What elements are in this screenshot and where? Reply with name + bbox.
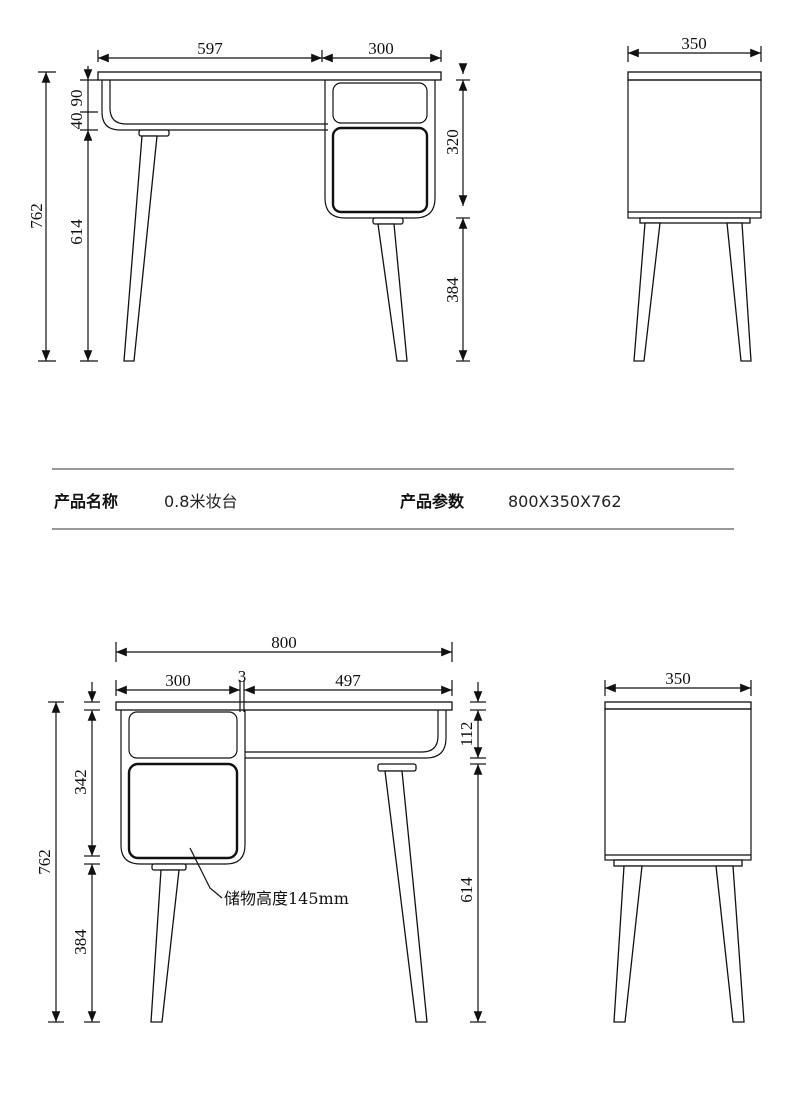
top-front-leg-cap-left: [138, 129, 170, 137]
bottom-front-leg-cap-right: [377, 763, 417, 772]
bottom-front-dim-112: 112: [457, 722, 476, 747]
top-front-dim-300: 300: [368, 39, 394, 58]
bottom-front-dim-497: 497: [335, 671, 361, 690]
storage-note-leader: [189, 847, 223, 899]
bottom-front-drawer-lower: [127, 762, 239, 860]
storage-height-note: 储物高度145mm: [224, 889, 349, 908]
bottom-side-body: [604, 708, 752, 861]
top-front-leg-left: [123, 135, 158, 362]
bottom-front-leg-right: [384, 770, 428, 1023]
top-front-drawer-lower: [331, 126, 429, 214]
bottom-front-cabinet: [120, 710, 246, 865]
top-front-left-frame: [101, 80, 328, 131]
bottom-side-desktop: [604, 701, 752, 710]
top-side-desktop: [627, 71, 762, 81]
top-front-cabinet: [324, 80, 436, 219]
bottom-front-drawer-upper: [128, 711, 238, 759]
bottom-front-dim-762: 762: [35, 849, 54, 875]
top-front-dim-384: 384: [443, 277, 462, 303]
bottom-side-dim-350: 350: [665, 669, 691, 688]
top-side-leg-left: [633, 222, 661, 362]
top-side-leg-rail: [639, 217, 751, 224]
top-front-drawer-upper: [332, 82, 428, 124]
top-front-dim-40: 40: [67, 113, 86, 130]
bottom-front-desktop: [115, 701, 453, 711]
top-front-leg-right: [377, 223, 408, 362]
product-name-label: 产品名称: [54, 492, 118, 511]
top-front-view: 597 300 762 90 40 614 320 384: [27, 39, 470, 362]
bottom-front-leg-left: [150, 869, 180, 1023]
product-spec-value: 800X350X762: [508, 492, 622, 511]
bottom-front-dim-3: 3: [238, 667, 247, 686]
top-side-body: [627, 79, 762, 219]
product-info: 产品名称 0.8米妆台 产品参数 800X350X762: [52, 468, 734, 530]
top-front-dim-597: 597: [197, 39, 223, 58]
top-front-dim-90: 90: [67, 90, 86, 107]
bottom-side-view: 350: [604, 669, 752, 1023]
product-name-value: 0.8米妆台: [164, 492, 237, 511]
bottom-front-leg-cap-left: [151, 863, 187, 871]
top-front-dim-320: 320: [443, 129, 462, 155]
bottom-front-right-frame: [245, 710, 447, 759]
bottom-side-leg-rail: [613, 859, 743, 867]
bottom-side-leg-right: [715, 865, 745, 1023]
bottom-front-right-frame-inner: [245, 710, 439, 753]
bottom-side-leg-left: [613, 865, 643, 1023]
top-side-view: 350: [627, 34, 762, 362]
top-front-desktop: [97, 71, 442, 81]
bottom-front-view: 储物高度145mm 800 300 3 497 762 342 384: [35, 633, 486, 1023]
product-spec-label: 产品参数: [400, 492, 465, 511]
top-front-dim-614: 614: [67, 219, 86, 245]
top-front-leg-cap-right: [372, 217, 404, 225]
bottom-front-dim-614: 614: [457, 877, 476, 903]
bottom-front-dim-342: 342: [71, 769, 90, 795]
bottom-front-dim-300: 300: [165, 671, 191, 690]
top-side-leg-right: [726, 222, 752, 362]
top-side-dim-350: 350: [681, 34, 707, 53]
top-front-left-frame-inner: [109, 80, 328, 125]
bottom-front-dim-800: 800: [271, 633, 297, 652]
top-front-dim-762: 762: [27, 203, 46, 229]
bottom-front-dim-384: 384: [71, 929, 90, 955]
